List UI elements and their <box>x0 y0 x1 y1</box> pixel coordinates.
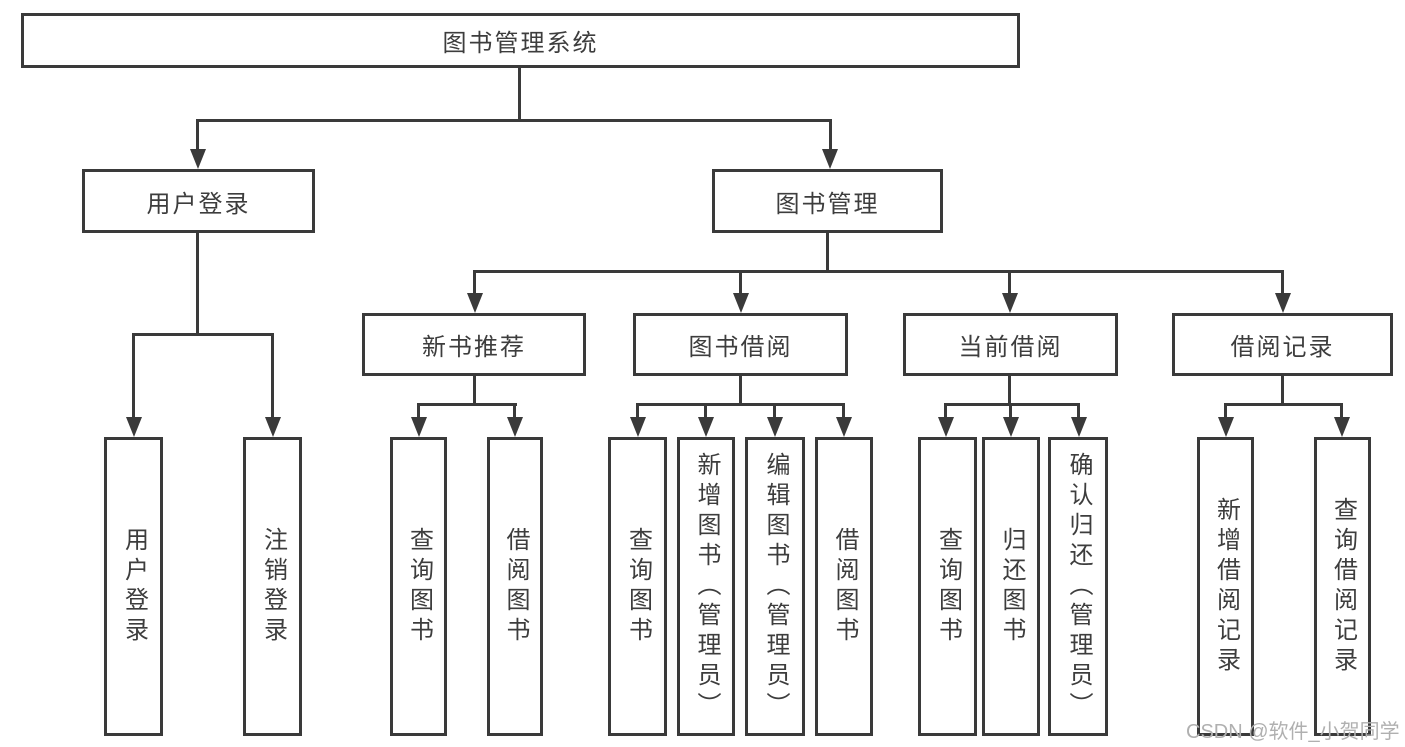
connector-line <box>704 403 707 420</box>
leaf-user-login: 用户登录 <box>104 437 163 736</box>
connector-line <box>473 270 476 296</box>
connector-line <box>636 403 639 420</box>
connector-line <box>271 333 274 419</box>
arrow-down-icon <box>467 293 483 313</box>
node-borrow-records: 借阅记录 <box>1172 313 1393 376</box>
arrow-down-icon <box>126 417 142 437</box>
leaf-return-books-label: 归还图书 <box>998 526 1025 647</box>
connector-line <box>1281 270 1284 296</box>
node-root-label: 图书管理系统 <box>442 30 599 57</box>
node-book-management: 图书管理 <box>712 169 943 233</box>
leaf-query-borrow-record: 查询借阅记录 <box>1314 437 1371 736</box>
leaf-logout-label: 注销登录 <box>259 526 287 647</box>
connector-line <box>944 403 1080 406</box>
arrow-down-icon <box>1275 293 1291 313</box>
node-new-book-recommend: 新书推荐 <box>362 313 586 376</box>
connector-line <box>518 68 521 121</box>
connector-line <box>1224 403 1227 420</box>
connector-line <box>473 270 1284 273</box>
arrow-down-icon <box>507 417 523 437</box>
arrow-down-icon <box>411 417 427 437</box>
leaf-logout: 注销登录 <box>243 437 302 736</box>
leaf-query-books-recommend-label: 查询图书 <box>405 526 433 647</box>
leaf-borrow-books-recommend: 借阅图书 <box>487 437 543 736</box>
arrow-down-icon <box>698 417 714 437</box>
node-book-borrow: 图书借阅 <box>633 313 848 376</box>
connector-line <box>1008 270 1011 296</box>
leaf-user-login-label: 用户登录 <box>120 526 148 647</box>
connector-line <box>196 233 199 336</box>
connector-line <box>513 403 516 420</box>
connector-line <box>636 403 845 406</box>
node-new-book-recommend-label: 新书推荐 <box>422 334 526 361</box>
arrow-down-icon <box>822 149 838 169</box>
leaf-query-books-recommend: 查询图书 <box>390 437 447 736</box>
arrow-down-icon <box>265 417 281 437</box>
node-root: 图书管理系统 <box>21 13 1020 68</box>
leaf-borrow-books-label: 借阅图书 <box>831 526 858 647</box>
arrow-down-icon <box>630 417 646 437</box>
leaf-query-books-current-label: 查询图书 <box>934 526 962 647</box>
connector-line <box>826 233 829 272</box>
connector-line <box>773 403 776 420</box>
leaf-add-books-admin: 新增图书（管理员） <box>677 437 735 736</box>
connector-line <box>132 333 274 336</box>
node-user-login: 用户登录 <box>82 169 315 233</box>
arrow-down-icon <box>1218 417 1234 437</box>
node-book-borrow-label: 图书借阅 <box>688 334 793 361</box>
connector-line <box>739 270 742 296</box>
leaf-return-books: 归还图书 <box>982 437 1040 736</box>
arrow-down-icon <box>190 149 206 169</box>
leaf-confirm-return-admin: 确认归还（管理员） <box>1048 437 1108 736</box>
leaf-query-books-borrow-label: 查询图书 <box>624 526 652 647</box>
connector-line <box>1340 403 1343 420</box>
connector-line <box>1281 376 1284 406</box>
watermark: CSDN @软件_小贺同学 <box>1186 721 1400 743</box>
connector-line <box>196 119 832 122</box>
leaf-query-borrow-record-label: 查询借阅记录 <box>1329 496 1357 677</box>
connector-line <box>417 403 517 406</box>
connector-line <box>829 119 832 152</box>
arrow-down-icon <box>1003 417 1019 437</box>
connector-line <box>1077 403 1080 420</box>
arrow-down-icon <box>733 293 749 313</box>
node-current-borrow-label: 当前借阅 <box>958 334 1063 361</box>
connector-line <box>1009 403 1012 420</box>
leaf-borrow-books-recommend-label: 借阅图书 <box>502 526 529 647</box>
leaf-add-borrow-record: 新增借阅记录 <box>1197 437 1254 736</box>
arrow-down-icon <box>1071 417 1087 437</box>
arrow-down-icon <box>767 417 783 437</box>
leaf-edit-books-admin: 编辑图书（管理员） <box>745 437 805 736</box>
connector-line <box>132 333 135 419</box>
arrow-down-icon <box>938 417 954 437</box>
leaf-query-books-current: 查询图书 <box>918 437 977 736</box>
leaf-query-books-borrow: 查询图书 <box>608 437 667 736</box>
node-book-management-label: 图书管理 <box>775 190 880 218</box>
leaf-edit-books-admin-label: 编辑图书（管理员） <box>762 451 789 722</box>
connector-line <box>473 376 476 406</box>
node-user-login-label: 用户登录 <box>146 190 251 218</box>
connector-line <box>1224 403 1343 406</box>
leaf-add-borrow-record-label: 新增借阅记录 <box>1212 496 1240 677</box>
leaf-add-books-admin-label: 新增图书（管理员） <box>693 451 720 722</box>
connector-line <box>196 119 199 152</box>
arrow-down-icon <box>1002 293 1018 313</box>
leaf-borrow-books: 借阅图书 <box>815 437 873 736</box>
node-borrow-records-label: 借阅记录 <box>1230 334 1335 361</box>
arrow-down-icon <box>1334 417 1350 437</box>
node-current-borrow: 当前借阅 <box>903 313 1118 376</box>
arrow-down-icon <box>836 417 852 437</box>
connector-line <box>739 376 742 406</box>
connector-line <box>842 403 845 420</box>
connector-line <box>1008 376 1011 406</box>
leaf-confirm-return-admin-label: 确认归还（管理员） <box>1065 451 1092 722</box>
connector-line <box>944 403 947 420</box>
connector-line <box>417 403 420 420</box>
